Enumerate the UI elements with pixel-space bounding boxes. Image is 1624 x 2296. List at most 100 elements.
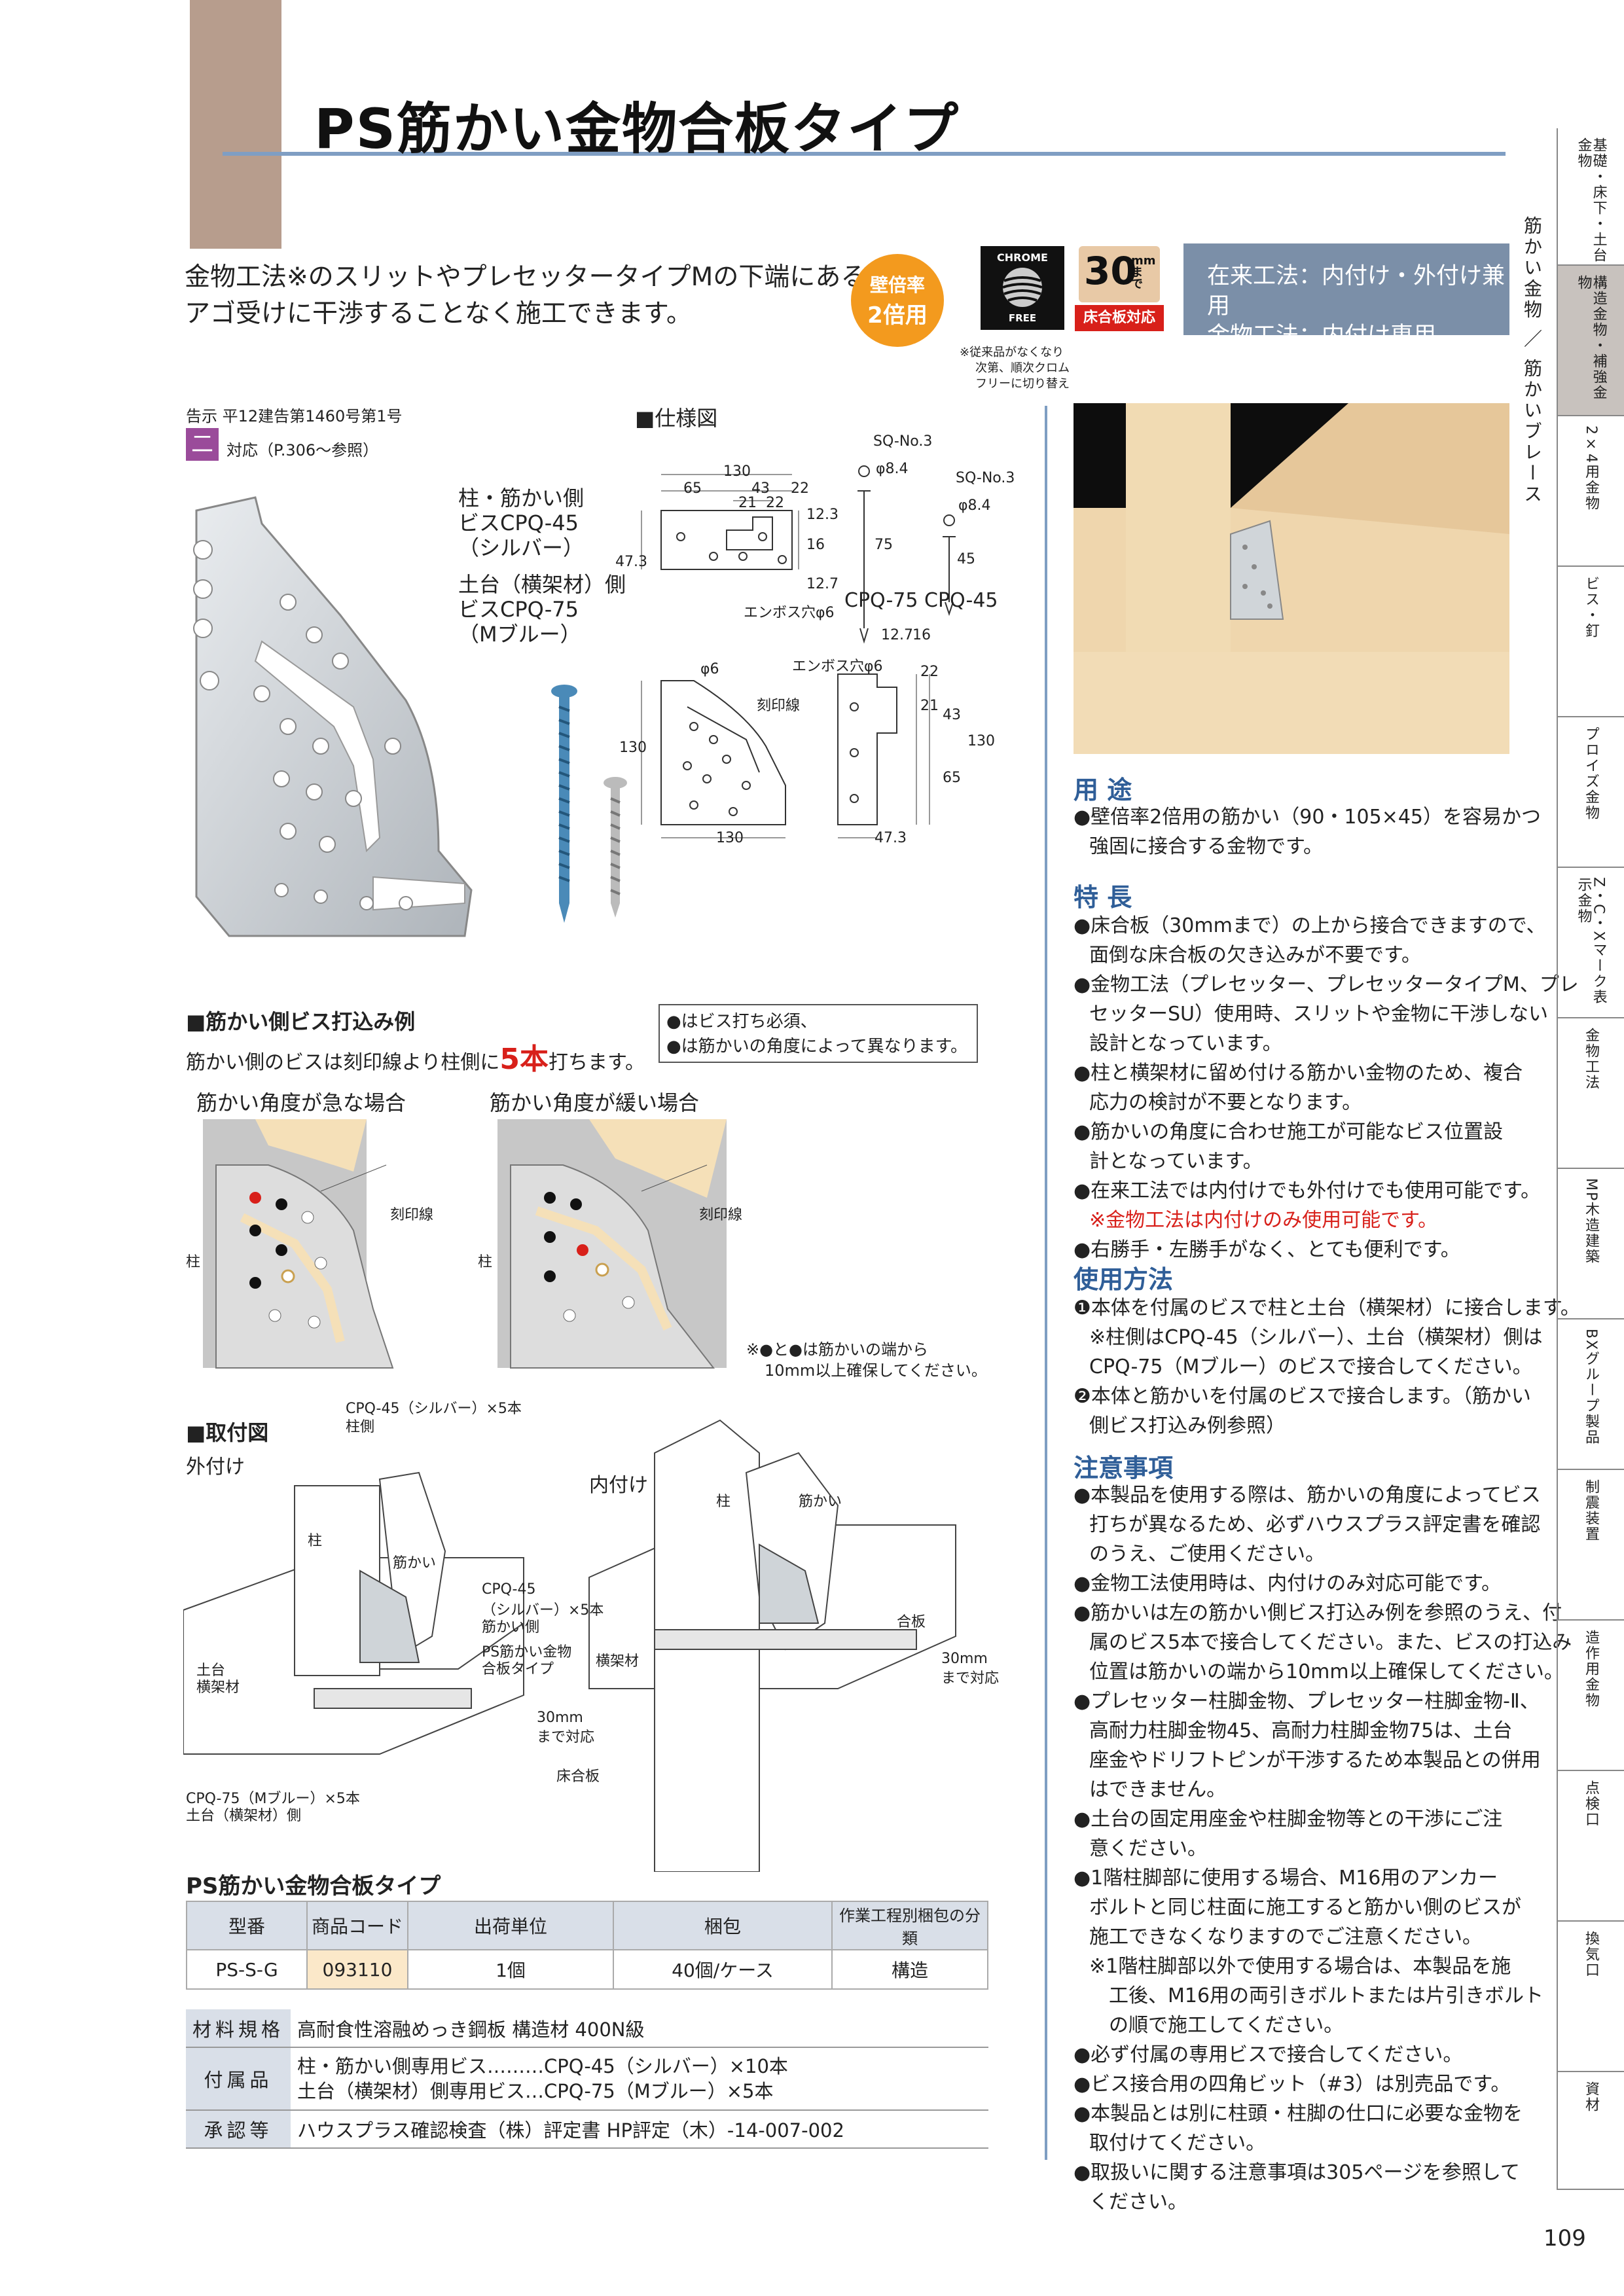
spec-phi84a: φ8.4	[876, 461, 909, 477]
side-tab-foundation[interactable]: 基礎・床下・土台金物	[1557, 128, 1624, 266]
method-line-1: 在来工法：内付け・外付け兼用	[1207, 263, 1506, 319]
usage-line-1: ●壁倍率2倍用の筋かい（90・105×45）を容易かつ	[1074, 806, 1542, 829]
spec-d65: 65	[683, 480, 702, 497]
o-hashira: 柱	[308, 1533, 323, 1549]
i-gouban: 合板	[897, 1614, 926, 1630]
spec-acc-val-1: 柱・筋かい側専用ビス………CPQ-45（シルバー）×10本	[297, 2055, 788, 2077]
caution-line: 位置は筋かいの端から10mm以上確保してください。	[1089, 1660, 1564, 1683]
label-screw-cpq45: ビスCPQ-45	[458, 511, 579, 535]
side-tab-label: BXグループ製品	[1583, 1329, 1600, 1446]
mount-inner-label: 内付け	[589, 1474, 648, 1497]
feature-line: ●床合板（30mmまで）の上から接合できますので、	[1074, 914, 1546, 937]
spec-drawing	[641, 465, 956, 838]
caution-line: ●土台の固定用座金や柱脚金物等との干渉にご注	[1074, 1808, 1503, 1831]
gentle-hashira: 柱	[478, 1254, 493, 1270]
side-tab-structural[interactable]: 構造金物・補強金物	[1557, 266, 1624, 416]
side-tab-proiz[interactable]: プロイズ金物	[1557, 717, 1624, 868]
feature-line: ●在来工法では内付けでも外付けでも使用可能です。	[1074, 1179, 1541, 1202]
cautions-title: 注意事項	[1074, 1454, 1174, 1482]
wall-ratio-label: 壁倍率	[869, 274, 925, 296]
side-tab-label: 点検口	[1583, 1780, 1600, 1827]
th-pack: 梱包	[613, 1901, 833, 1950]
caution-line: ●筋かいは左の筋かい側ビス打込み例を参照のうえ、付	[1074, 1602, 1562, 1624]
legend-required: ●はビス打ち必須、	[666, 1012, 818, 1031]
notice-ref: 対応（P.306〜参照）	[226, 441, 379, 459]
side-tab-kanamono[interactable]: 金物工法	[1557, 1018, 1624, 1169]
side-tab-2x4[interactable]: 2×4用金物	[1557, 416, 1624, 567]
td-code: 093110	[306, 1949, 408, 1990]
td-category: 構造	[831, 1949, 988, 1990]
feature-line: ●右勝手・左勝手がなく、とても便利です。	[1074, 1238, 1460, 1261]
side-tab-screws[interactable]: ビス・釘	[1557, 567, 1624, 717]
chrome-note-1: ※従来品がなくなり	[960, 346, 1064, 359]
spec-d127: 12.7	[806, 576, 839, 592]
side-tab-damper[interactable]: 制震装置	[1557, 1470, 1624, 1621]
howto-line: 側ビス打込み例参照）	[1089, 1414, 1286, 1437]
mount-outer-label: 外付け	[186, 1456, 245, 1479]
spec-d22: 22	[791, 480, 809, 497]
spec-kokuin: 刻印線	[757, 698, 801, 714]
side-tab-mp[interactable]: MP木造建築	[1557, 1169, 1624, 1319]
screw-pair-icon	[551, 685, 627, 923]
spec-b21: 21	[920, 698, 939, 714]
i-oukazai: 横架材	[596, 1653, 640, 1670]
spec-d473: 47.3	[615, 554, 647, 570]
o-cpq75-2: 土台（横架材）側	[186, 1808, 302, 1824]
td-pack: 40個/ケース	[613, 1949, 833, 1990]
side-tab-label: 2×4用金物	[1583, 425, 1600, 511]
spec-b22: 22	[920, 664, 939, 680]
side-tab-materials[interactable]: 資材	[1557, 2072, 1624, 2190]
spec-b473: 47.3	[875, 830, 907, 846]
side-tab-label: 造作用金物	[1583, 1630, 1600, 1708]
spec-d21: 21	[738, 495, 757, 511]
feature-line-note: ※金物工法は内付けのみ使用可能です。	[1089, 1209, 1438, 1232]
caution-line: ●金物工法使用時は、内付けのみ対応可能です。	[1074, 1572, 1502, 1595]
spec-b130a: 130	[619, 740, 647, 756]
side-tab-zcx[interactable]: Z・C・Xマーク表示金物	[1557, 868, 1624, 1018]
label-screw-pillar: 柱・筋かい側	[458, 486, 585, 511]
o-ps-2: 合板タイプ	[482, 1661, 554, 1677]
caution-line: 打ちが異なるため、必ずハウスプラス評定書を確認	[1089, 1513, 1541, 1536]
side-tab-zousaku[interactable]: 造作用金物	[1557, 1621, 1624, 1771]
howto-line: CPQ-75（Mブルー）のビスで接合してください。	[1089, 1355, 1532, 1378]
spec-sq1: SQ-No.3	[873, 433, 933, 450]
spec-appr-key: 承認等	[186, 2110, 291, 2149]
o-30mm-1: 30mm	[537, 1710, 583, 1726]
o-cpq45-3: 筋かい側	[482, 1619, 540, 1636]
spec-material-key: 材料規格	[186, 2009, 291, 2048]
mount-drawings	[183, 1419, 956, 1872]
side-tab-vent[interactable]: 換気口	[1557, 1922, 1624, 2072]
plywood-label: 床合板対応	[1075, 305, 1164, 331]
spec-material-val: 高耐食性溶融めっき鋼板 構造材 400N級	[291, 2009, 988, 2048]
o-dodai-2: 横架材	[196, 1679, 240, 1696]
gentle-title: 筋かい角度が緩い場合	[490, 1090, 700, 1115]
feature-line: 計となっています。	[1089, 1150, 1263, 1173]
th-category: 作業工程別梱包の分類	[831, 1901, 988, 1950]
td-model: PS-S-G	[186, 1949, 308, 1990]
side-tab-label: ビス・釘	[1583, 576, 1600, 639]
mount-title: ■取付図	[186, 1420, 269, 1445]
caution-line: の順で施工してください。	[1109, 2014, 1344, 2037]
usage-title: 用 途	[1074, 776, 1132, 804]
screw-desc-2: 打ちます。	[549, 1051, 645, 1074]
spec-b43: 43	[943, 707, 961, 723]
screw-example-title: ■筋かい側ビス打込み例	[186, 1009, 416, 1034]
spec-d43: 43	[751, 480, 770, 497]
side-tab-label: Z・C・Xマーク表示金物	[1575, 877, 1607, 1005]
spec-phi84b: φ8.4	[958, 497, 991, 514]
spec-b16: 16	[912, 627, 931, 643]
side-tab-label: 基礎・床下・土台金物	[1575, 137, 1607, 263]
screw-diagrams	[203, 1119, 727, 1369]
o-cpq45-1: CPQ-45	[482, 1581, 536, 1598]
product-label-group: 柱・筋かい側 ビスCPQ-45 （シルバー） 土台（横架材）側 ビスCPQ-75…	[458, 486, 626, 647]
page-title: PS筋かい金物合板タイプ	[314, 97, 960, 161]
i-30mm-1: 30mm	[941, 1651, 988, 1667]
o-30mm-2: まで対応	[537, 1729, 595, 1746]
caution-line: はできません。	[1089, 1778, 1227, 1801]
plywood-30-unit: mmまで	[1131, 254, 1156, 291]
side-tab-inspection[interactable]: 点検口	[1557, 1771, 1624, 1922]
steep-kokuin: 刻印線	[390, 1207, 434, 1223]
side-tab-bx[interactable]: BXグループ製品	[1557, 1319, 1624, 1470]
gentle-diagram	[497, 1119, 727, 1369]
o-cpq45-2: （シルバー）×5本	[482, 1602, 604, 1619]
